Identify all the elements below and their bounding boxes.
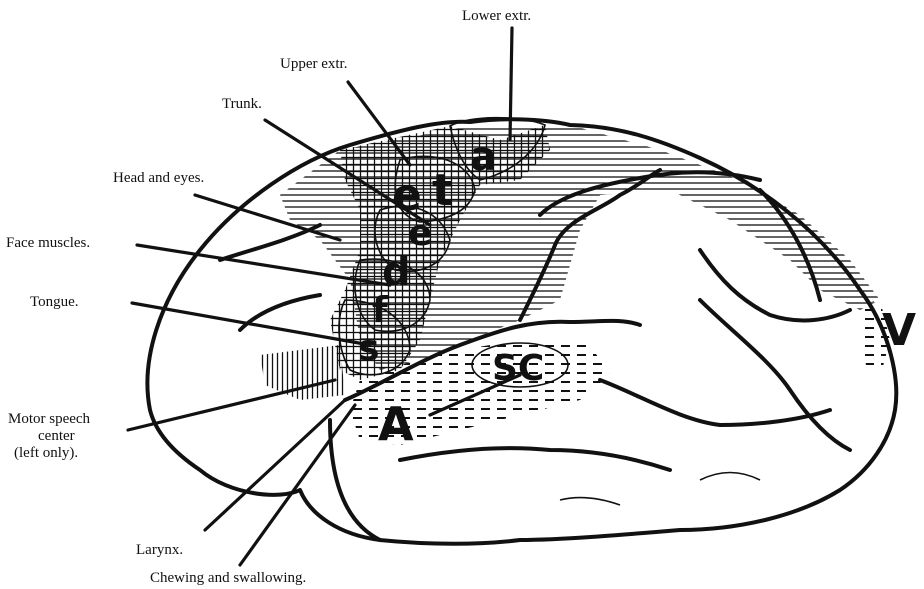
- letter-V-visual: V: [882, 305, 916, 356]
- leader-motor-speech: [128, 380, 335, 430]
- label-larynx: Larynx.: [136, 542, 183, 558]
- label-motor-speech-3: (left only).: [14, 445, 78, 461]
- sulcus-occip: [700, 300, 850, 450]
- label-tongue: Tongue.: [30, 294, 79, 310]
- label-lower-extr: Lower extr.: [462, 8, 531, 24]
- sulcus-lower: [600, 380, 830, 425]
- label-chewing: Chewing and swallowing.: [150, 570, 306, 586]
- sulcus-small-1: [700, 473, 760, 481]
- sulcus-small-2: [560, 498, 620, 505]
- letter-t-trunk: t: [432, 165, 453, 216]
- letter-A-auditory: A: [378, 397, 414, 451]
- label-upper-extr: Upper extr.: [280, 56, 347, 72]
- leader-lower-extr: [510, 28, 512, 140]
- leader-larynx: [205, 400, 345, 530]
- letter-d-face: d: [382, 249, 411, 295]
- label-motor-speech-1: Motor speech: [8, 411, 91, 427]
- letter-f-tongue: f: [372, 290, 388, 331]
- sulcus-temporal: [400, 448, 670, 470]
- label-face-muscles: Face muscles.: [6, 235, 90, 251]
- label-head-eyes: Head and eyes.: [113, 170, 204, 186]
- speech-area-hatched: [260, 345, 345, 400]
- letter-a-lower-extr: a: [470, 134, 497, 180]
- label-motor-speech-2: center: [38, 428, 75, 444]
- label-trunk: Trunk.: [222, 96, 262, 112]
- letter-s-larynx: s: [358, 328, 379, 369]
